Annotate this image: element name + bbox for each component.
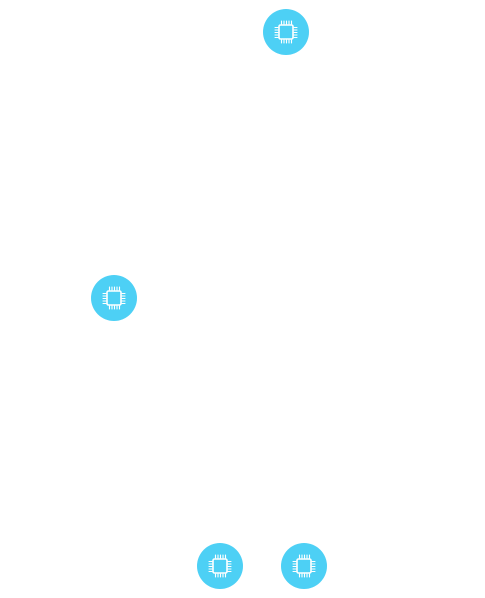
- cpu-chip-icon: [208, 554, 232, 578]
- cpu-chip-icon: [292, 554, 316, 578]
- cpu-chip-icon: [274, 20, 298, 44]
- diagram-node-2[interactable]: [91, 275, 137, 321]
- diagram-node-4[interactable]: [281, 543, 327, 589]
- diagram-node-1[interactable]: [263, 9, 309, 55]
- diagram-node-3[interactable]: [197, 543, 243, 589]
- cpu-chip-icon: [102, 286, 126, 310]
